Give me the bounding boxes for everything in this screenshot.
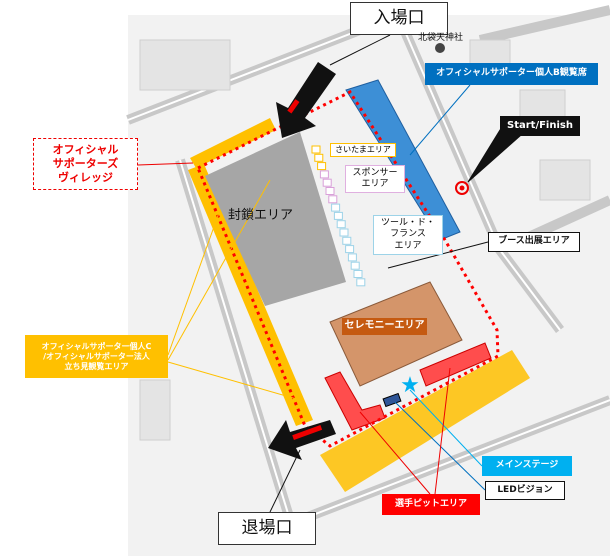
pit-area-right: [419, 342, 492, 387]
buildings: [139, 39, 591, 441]
entrance-arrow-stripe: [287, 99, 300, 114]
led-vision-screen: [382, 392, 402, 408]
individual-b-callout: オフィシャルサポーター個人B観覧席: [425, 63, 598, 85]
booth-slot: [353, 270, 363, 278]
booth-slot: [314, 153, 324, 162]
led-vision-callout: LEDビジョン: [485, 481, 565, 500]
entrance-arrow-icon[interactable]: [276, 62, 336, 138]
ceremony-area-label: セレモニーエリア: [342, 318, 427, 335]
supporters-village-strip: [190, 118, 276, 168]
saitama-area-label: さいたまエリア: [330, 143, 396, 157]
leader-lines: [137, 34, 522, 513]
booth-slot: [339, 228, 349, 237]
tdf-area-label: ツール・ド・ フランス エリア: [373, 215, 443, 255]
start-finish-marker: [455, 181, 469, 195]
individual-b-seating: [345, 79, 461, 241]
booth-slot: [345, 245, 355, 254]
front-standing-area: [320, 350, 530, 492]
booth-slot: [328, 195, 338, 204]
exit-arrow-stripe: [292, 424, 323, 440]
entrance-label: 入場口: [350, 2, 448, 35]
pit-area-callout: 選手ピットエリア: [382, 494, 480, 515]
closed-area: [205, 132, 346, 306]
booth-slot: [347, 253, 357, 262]
booth-slot: [336, 220, 346, 229]
start-finish-marker-dot: [459, 185, 465, 191]
shrine-label: 北袋天神社: [418, 33, 464, 43]
booth-area-callout: ブース出展エリア: [488, 232, 580, 252]
exit-label: 退場口: [218, 512, 316, 545]
booth-slot: [356, 278, 366, 287]
booth-slot: [311, 145, 321, 154]
booth-slot: [322, 178, 332, 187]
main-stage-callout: メインステージ: [482, 456, 572, 476]
closed-area-label: 封鎖エリア: [228, 208, 294, 223]
start-finish-callout: Start/Finish: [500, 116, 580, 136]
booth-slot: [342, 236, 352, 245]
booth-slot: [317, 162, 327, 171]
booth-slot: [350, 261, 360, 270]
main-stage-star-icon: ★: [400, 373, 420, 398]
individual-c-callout: オフィシャルサポーター個人C /オフィシャルサポーター法人 立ち見観覧エリア: [25, 335, 168, 378]
booth-slot: [331, 203, 341, 212]
booth-strip: [311, 145, 366, 287]
booth-slot: [325, 187, 335, 195]
shrine-pin-icon: [435, 43, 445, 53]
supporters-village-callout: オフィシャル サポーターズ ヴィレッジ: [33, 138, 138, 190]
sponsor-area-label: スポンサー エリア: [345, 165, 405, 193]
booth-slot: [333, 211, 343, 220]
booth-slot: [319, 170, 329, 179]
pit-area-left: [324, 371, 386, 431]
